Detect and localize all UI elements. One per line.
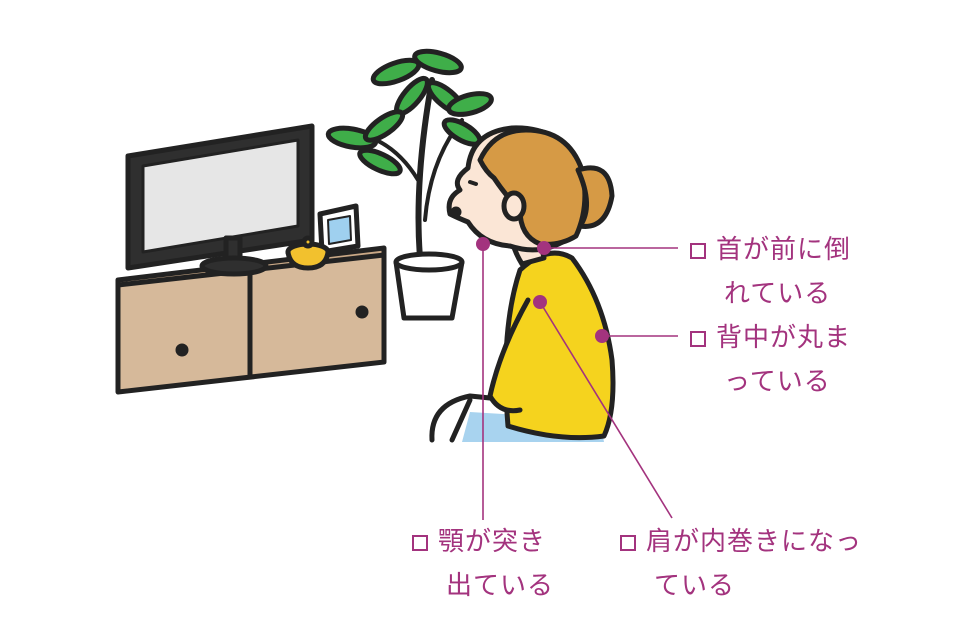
annotation-back: 背中が丸ま っている — [690, 316, 851, 404]
annotation-chin-line1: 顎が突き — [438, 527, 547, 557]
person — [446, 125, 616, 442]
checkbox-icon — [690, 243, 706, 259]
checkbox-icon — [412, 535, 428, 551]
annotation-neck-line1: 首が前に倒 — [716, 235, 852, 265]
chair — [429, 393, 493, 443]
annotation-shoulder-line1: 肩が内巻きになっ — [646, 527, 863, 557]
potted-plant — [325, 48, 494, 321]
annotation-neck-line2: れている — [724, 279, 832, 309]
checkbox-icon — [690, 331, 706, 347]
television — [125, 123, 315, 277]
annotation-neck: 首が前に倒 れている — [690, 228, 851, 316]
annotation-chin: 顎が突き 出ている — [412, 520, 554, 608]
annotation-shoulder-line2: ている — [654, 571, 736, 601]
annotation-back-line2: っている — [724, 367, 831, 397]
annotation-back-line1: 背中が丸ま — [716, 323, 852, 353]
checkbox-icon — [620, 535, 636, 551]
small-pot — [285, 235, 331, 271]
annotation-shoulder: 肩が内巻きになっ ている — [620, 520, 862, 608]
annotation-chin-line2: 出ている — [446, 571, 555, 601]
photo-frame — [317, 203, 361, 255]
